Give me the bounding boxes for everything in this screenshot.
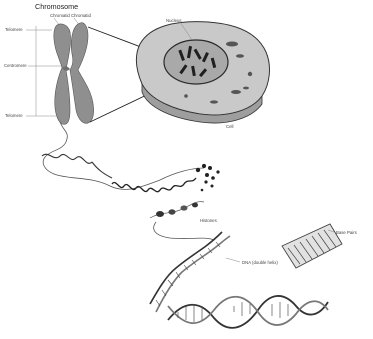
label-chromatid: Chromatid Chromatid <box>50 13 91 18</box>
label-dna-helix: DNA (double helix) <box>242 260 278 265</box>
label-telomere-bottom: Telomere <box>5 113 23 118</box>
dna-strand-upper <box>43 122 204 189</box>
histones <box>150 202 204 218</box>
supercoiled-fiber <box>42 154 112 178</box>
label-chromosome: Chromosome <box>35 2 78 11</box>
cell <box>136 22 269 123</box>
dna-helix-leader <box>226 258 240 262</box>
dna-strand-lower <box>154 222 214 240</box>
label-telomere-top: Telomere <box>5 27 23 32</box>
nucleus <box>164 40 228 84</box>
chromatid-right <box>70 23 94 124</box>
label-base-pairs: Base Pairs <box>336 230 357 235</box>
label-histones: Histones <box>200 218 217 223</box>
label-nucleus: Nucleus <box>166 18 182 23</box>
base-pair-ladder <box>282 224 342 268</box>
label-cell: Cell <box>226 124 233 129</box>
chromosome <box>54 23 94 125</box>
chromatid-left <box>54 24 71 124</box>
label-centromere: Centromere <box>4 63 27 68</box>
